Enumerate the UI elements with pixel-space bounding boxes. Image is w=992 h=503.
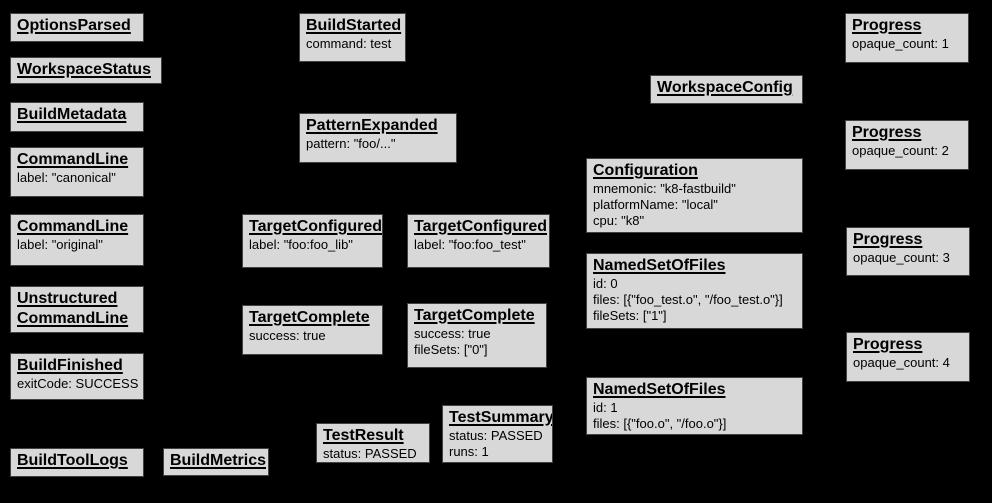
event-field: cpu: "k8" — [593, 213, 645, 228]
event-title: CommandLine — [17, 218, 129, 235]
event-title: BuildToolLogs — [17, 452, 128, 469]
event-box-targetconfigured-12: TargetConfigured label: "foo:foo_test" — [407, 214, 550, 268]
event-field: exitCode: SUCCESS — [17, 376, 139, 391]
event-box-buildmetadata-2: BuildMetadata — [10, 102, 144, 132]
event-field: fileSets: ["0"] — [414, 342, 488, 357]
event-box-buildmetrics-8: BuildMetrics — [163, 448, 269, 476]
event-title: TargetConfigured — [249, 218, 383, 235]
event-title: OptionsParsed — [17, 17, 131, 34]
event-title: NamedSetOfFiles — [593, 257, 726, 274]
event-field: status: PASSED — [449, 428, 543, 443]
event-box-progress-23: Progress opaque_count: 3 — [846, 227, 970, 276]
event-box-targetcomplete-13: TargetComplete success: true — [242, 305, 383, 355]
event-box-buildfinished-6: BuildFinished exitCode: SUCCESS — [10, 353, 144, 400]
event-field: success: true — [249, 328, 326, 343]
event-box-patternexpanded-10: PatternExpanded pattern: "foo/..." — [299, 113, 457, 163]
event-title: Progress — [853, 231, 923, 248]
event-field: opaque_count: 4 — [853, 355, 950, 370]
event-title: BuildStarted — [306, 17, 402, 34]
event-title: CommandLine — [17, 151, 129, 168]
event-box-buildtoollogs-7: BuildToolLogs — [10, 448, 144, 477]
event-title: TargetConfigured — [414, 218, 548, 235]
event-field: platformName: "local" — [593, 197, 718, 212]
event-title: TargetComplete — [414, 307, 535, 324]
event-box-optionsparsed-0: OptionsParsed — [10, 13, 144, 42]
event-title: Progress — [852, 17, 922, 34]
event-box-progress-24: Progress opaque_count: 4 — [846, 332, 970, 382]
event-box-testresult-15: TestResult status: PASSED — [316, 423, 430, 463]
event-title: Unstructured — [17, 290, 118, 307]
event-box-commandline-4: CommandLine label: "original" — [10, 214, 144, 266]
event-title: CommandLine — [17, 310, 129, 327]
event-field: opaque_count: 2 — [852, 143, 949, 158]
event-title: Progress — [853, 336, 923, 353]
event-title: Configuration — [593, 162, 698, 179]
event-field: label: "foo:foo_lib" — [249, 237, 353, 252]
event-box-targetconfigured-11: TargetConfigured label: "foo:foo_lib" — [242, 214, 383, 268]
event-field: fileSets: ["1"] — [593, 308, 667, 323]
event-title: Progress — [852, 124, 922, 141]
event-field: label: "canonical" — [17, 170, 116, 185]
event-field: opaque_count: 3 — [853, 250, 950, 265]
event-title: PatternExpanded — [306, 117, 438, 134]
event-field: runs: 1 — [449, 444, 489, 459]
event-title: WorkspaceConfig — [657, 79, 793, 96]
event-box-buildstarted-9: BuildStarted command: test — [299, 13, 406, 62]
event-box-progress-21: Progress opaque_count: 1 — [845, 13, 969, 63]
event-field: files: [{"foo.o", "/foo.o"}] — [593, 416, 727, 431]
event-box-commandline-3: CommandLine label: "canonical" — [10, 147, 144, 197]
event-title: TestSummary — [449, 409, 553, 426]
event-field: files: [{"foo_test.o", "/foo_test.o"}] — [593, 292, 783, 307]
event-field: id: 0 — [593, 276, 618, 291]
event-field: success: true — [414, 326, 491, 341]
event-box-configuration-18: Configuration mnemonic: "k8-fastbuild"pla… — [586, 158, 803, 233]
event-box-workspaceconfig-17: WorkspaceConfig — [650, 75, 803, 104]
event-title: WorkspaceStatus — [17, 61, 151, 78]
event-title: NamedSetOfFiles — [593, 381, 726, 398]
event-field: label: "foo:foo_test" — [414, 237, 526, 252]
event-field: pattern: "foo/..." — [306, 136, 396, 151]
event-title: BuildMetadata — [17, 106, 127, 123]
event-title: BuildMetrics — [170, 452, 267, 469]
event-box-progress-22: Progress opaque_count: 2 — [845, 120, 969, 170]
event-title: BuildFinished — [17, 357, 123, 374]
event-field: mnemonic: "k8-fastbuild" — [593, 181, 736, 196]
event-title: TargetComplete — [249, 309, 370, 326]
event-box-workspacestatus-1: WorkspaceStatus — [10, 57, 162, 84]
event-field: command: test — [306, 36, 392, 51]
event-field: opaque_count: 1 — [852, 36, 949, 51]
event-field: id: 1 — [593, 400, 618, 415]
event-field: status: PASSED — [323, 446, 417, 461]
event-title: TestResult — [323, 427, 404, 444]
event-field: label: "original" — [17, 237, 103, 252]
